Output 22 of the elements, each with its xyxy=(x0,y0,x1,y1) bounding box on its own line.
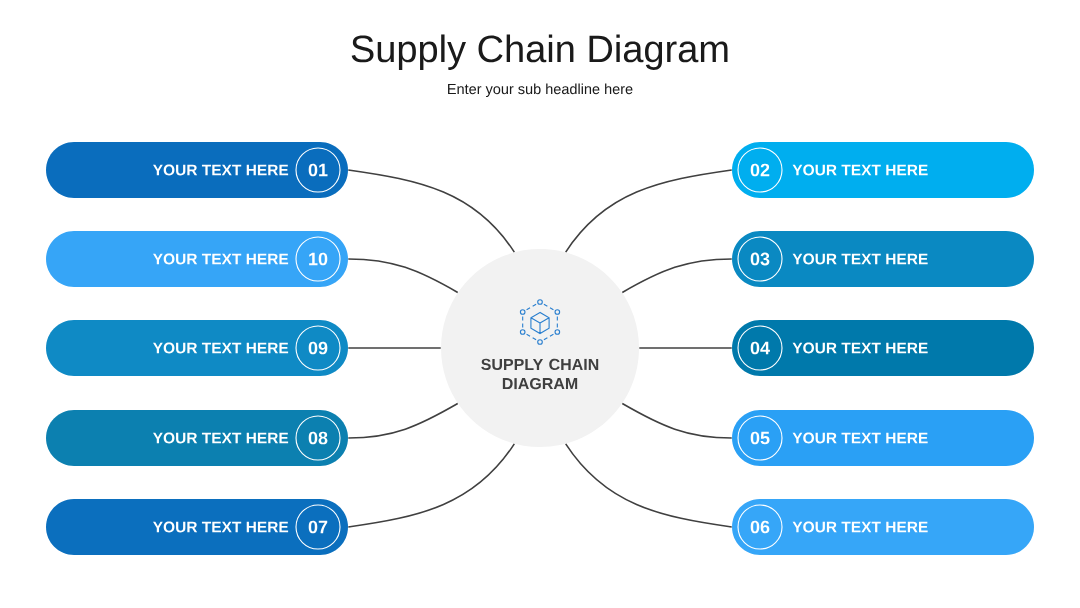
number-badge: 09 xyxy=(295,325,341,371)
connector-line xyxy=(621,402,733,439)
number-badge: 10 xyxy=(295,236,341,282)
number-badge: 04 xyxy=(737,325,783,371)
connector-line xyxy=(347,169,516,253)
number-badge: 02 xyxy=(737,147,783,193)
connector-line xyxy=(347,443,516,528)
number-badge: 08 xyxy=(295,415,341,461)
connector-line xyxy=(564,169,733,253)
number-badge: 06 xyxy=(737,504,783,550)
connector-line xyxy=(564,443,733,528)
number-badge: 07 xyxy=(295,504,341,550)
number-badge: 03 xyxy=(737,236,783,282)
title: Supply Chain Diagram xyxy=(351,34,728,70)
connector-line xyxy=(347,402,459,439)
connector-line xyxy=(347,347,442,349)
subtitle: Enter your sub headline here xyxy=(448,83,633,97)
number-badge: 01 xyxy=(295,147,341,193)
connector-line xyxy=(621,258,733,294)
connector-line xyxy=(638,347,733,349)
number-badge: 05 xyxy=(737,415,783,461)
connector-line xyxy=(347,258,459,294)
